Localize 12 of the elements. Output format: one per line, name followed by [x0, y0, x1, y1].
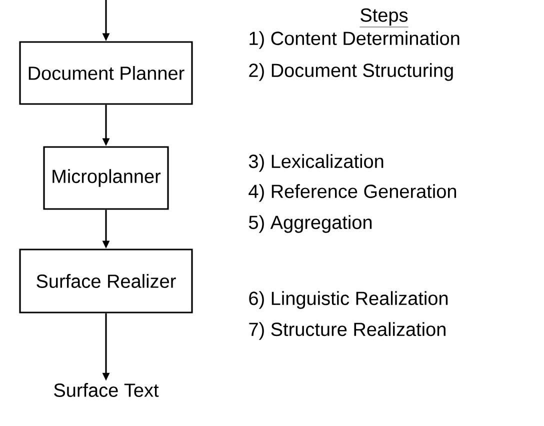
process-box: Microplanner — [43, 146, 169, 210]
output-text: Surface Text — [54, 383, 159, 397]
step-label: 6) Linguistic Realization — [249, 291, 448, 309]
process-box: Surface Realizer — [19, 248, 193, 314]
step-label: 4) Reference Generation — [248, 184, 456, 202]
step-label: 5) Aggregation — [248, 215, 372, 233]
step-label: 3) Lexicalization — [248, 154, 384, 172]
step-label: 7) Structure Realization — [249, 322, 446, 340]
process-box: Document Planner — [19, 41, 193, 105]
heading: Steps — [360, 8, 408, 28]
step-label: 1) Content Determination — [250, 31, 460, 49]
step-label: 2) Document Structuring — [249, 63, 453, 81]
